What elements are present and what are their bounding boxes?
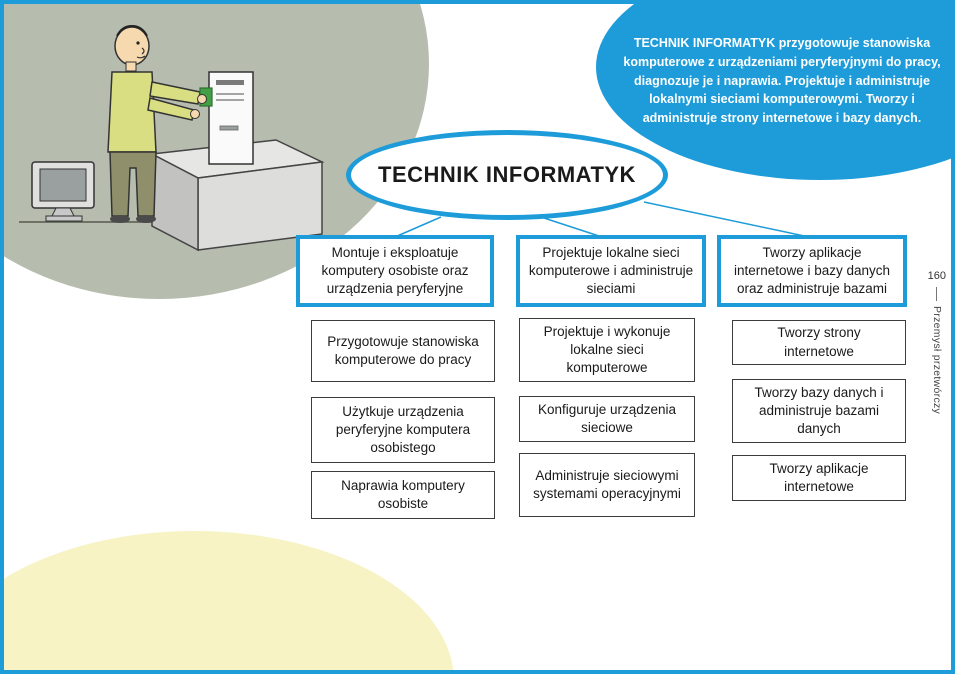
page-number: 160 [927,270,946,282]
leaf-box-3-1: Tworzy strony internetowe [732,320,906,365]
leaf-box-1-3: Naprawia komputery osobiste [311,471,495,519]
branch-box-3: Tworzy aplikacje internetowe i bazy dany… [717,235,907,307]
intro-bubble-text: TECHNIK INFORMATYK przygotowuje stanowis… [623,36,941,125]
branch-box-2: Projektuje lokalne sieci komputerowe i a… [516,235,706,307]
leaf-box-1-1: Przygotowuje stanowiska komputerowe do p… [311,320,495,382]
page-margin-info: 160 Przemysł przetwórczy [928,270,946,414]
leaf-box-2-1: Projektuje i wykonuje lokalne sieci komp… [519,318,695,382]
leaf-box-2-3: Administruje sieciowymi systemami operac… [519,453,695,517]
computer-tower [208,71,254,165]
cartoon-man [107,24,213,223]
yellow-blob [4,531,454,670]
diagram-title: TECHNIK INFORMATYK [378,162,636,187]
leaf-box-2-2: Konfiguruje urządzenia sieciowe [519,396,695,442]
leaf-box-1-2: Użytkuje urządzenia peryferyjne komputer… [311,397,495,463]
main-ellipse: TECHNIK INFORMATYK [346,130,668,220]
leaf-box-3-2: Tworzy bazy danych i administruje bazami… [732,379,906,443]
worker-illustration [4,4,429,299]
leaf-box-3-3: Tworzy aplikacje internetowe [732,455,906,501]
branch-box-1: Montuje i eksploatuje komputery osobiste… [296,235,494,307]
floor-monitor [31,161,95,222]
section-label: Przemysł przetwórczy [930,306,943,415]
margin-divider [936,287,938,301]
